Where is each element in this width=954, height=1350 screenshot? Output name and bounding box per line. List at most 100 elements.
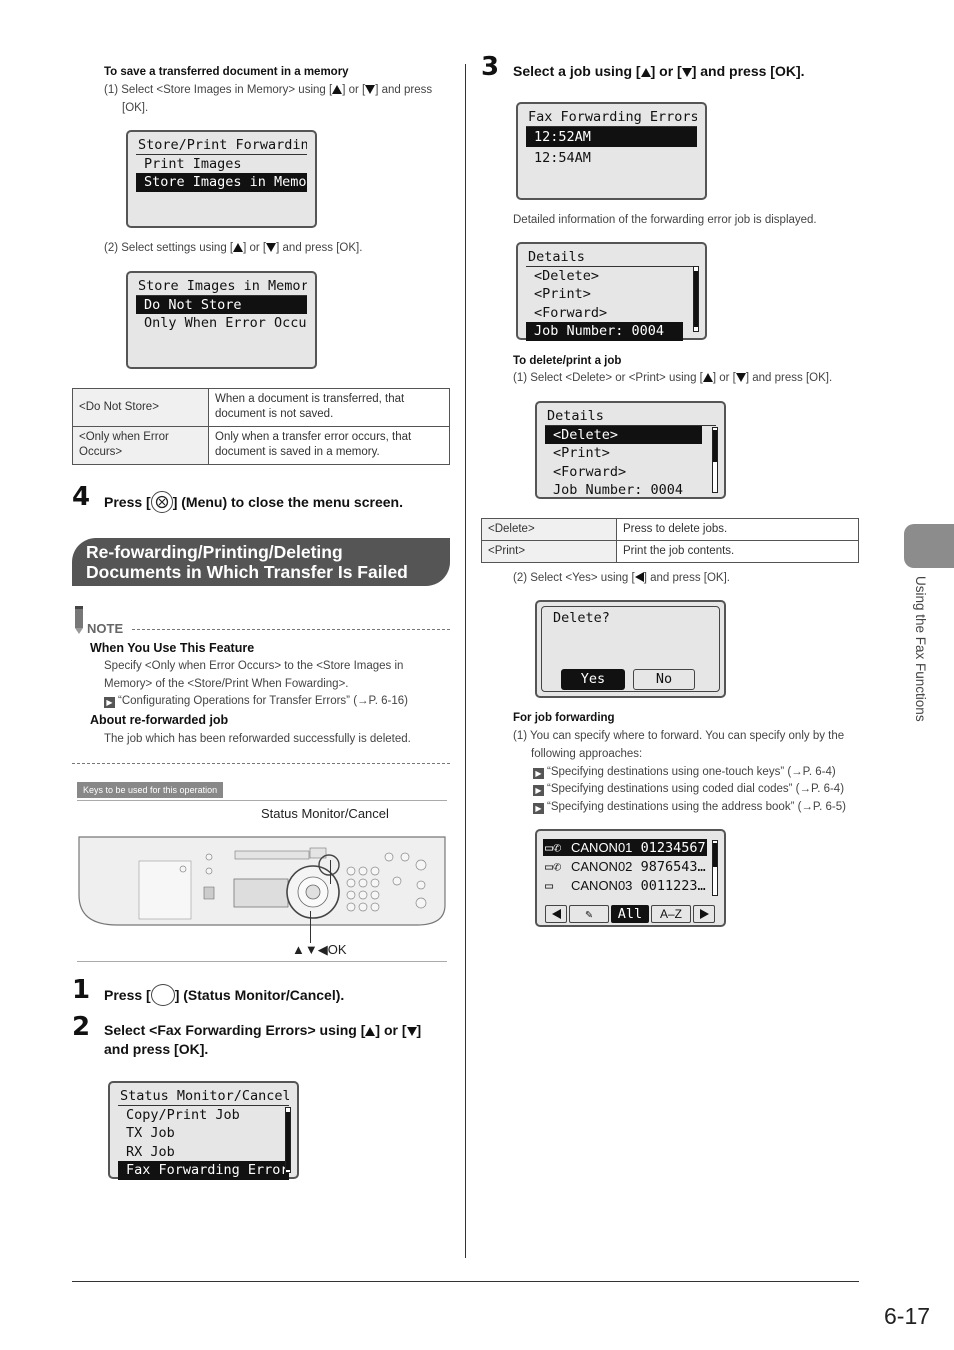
section-heading-line1: Re-fowarding/Printing/Deleting (86, 542, 343, 562)
chapter-tab-label: Using the Fax Functions (913, 576, 928, 722)
note-divider (132, 629, 450, 630)
delete-step1: (1) Select <Delete> or <Print> using [] … (513, 370, 832, 388)
destination-name: CANON02 (571, 859, 633, 874)
destination-row[interactable]: ▭✆ CANON02 9876543… (545, 858, 706, 876)
destination-row[interactable]: ▭✆CANON01 01234567 (545, 840, 706, 856)
prev-page-button[interactable] (545, 905, 567, 923)
save-subtitle: To save a transferred document in a memo… (104, 66, 349, 78)
up-arrow-icon (332, 85, 343, 94)
save-step1-mid: ] or [ (342, 84, 366, 96)
note1-text2: Memory> of the <Store/Print When Fowardi… (104, 678, 349, 690)
reference-link-icon: ▶ (533, 768, 544, 779)
lcd-destination-list: ▭✆CANON01 01234567 ▭✆CANON02 9876543… ▭C… (535, 829, 726, 927)
lcd-row[interactable]: Print Images (144, 155, 242, 172)
lcd-title: Fax Forwarding Errors (526, 109, 697, 127)
lcd-row-selected[interactable]: Do Not Store (136, 295, 307, 315)
scrollbar-thumb[interactable] (713, 843, 717, 867)
lcd-row[interactable]: Only When Error Occu… (144, 315, 307, 332)
up-arrow-icon (702, 373, 713, 382)
forward-ref-3[interactable]: ▶“Specifying destinations using the addr… (533, 799, 846, 817)
lcd-row[interactable]: <Forward> (534, 304, 608, 321)
forward-ref-text: “Specifying destinations using coded dia… (547, 783, 845, 795)
right-arrow-icon (699, 909, 709, 919)
scrollbar[interactable] (693, 266, 699, 332)
destination-number: 9876543… (640, 859, 706, 875)
step4-text: Press [] (Menu) to close the menu screen… (104, 491, 403, 513)
step2-line1-pre: Select <Fax Forwarding Errors> using [ (104, 1022, 366, 1038)
note1-title: When You Use This Feature (90, 641, 255, 655)
step2-text: Select <Fax Forwarding Errors> using [] … (104, 1021, 450, 1059)
lcd-row-selected[interactable]: <Delete> (545, 425, 702, 445)
save-step2-end: ] and press [OK]. (276, 242, 363, 254)
step1-pre: Press [ (104, 987, 151, 1003)
lcd-row[interactable]: <Forward> (553, 463, 627, 480)
lcd-title: Store Images in Memory (136, 278, 307, 296)
table-row: <Only when Error Occurs> Only when a tra… (72, 426, 450, 465)
filter-az-button[interactable]: A–Z (651, 905, 691, 923)
forward-ref-text: “Specifying destinations using one-touch… (547, 766, 836, 778)
save-step2-text: (2) Select settings using [ (104, 242, 234, 254)
fax-one-touch-icon: ▭✆ (545, 859, 562, 875)
table-key: <Only when Error Occurs> (72, 426, 209, 465)
filter-all-button[interactable]: All (611, 905, 649, 923)
table-row: <Delete> Press to delete jobs. (481, 518, 859, 541)
lcd-row-selected[interactable]: Job Number: 0004 (526, 322, 683, 341)
table-key: <Do Not Store> (72, 388, 209, 427)
lcd-row-selected[interactable]: Store Images in Memor (136, 173, 307, 192)
up-arrow-icon (365, 1027, 376, 1036)
destination-name: CANON01 (571, 840, 633, 855)
lcd-row[interactable]: 12:54AM (534, 149, 591, 166)
step4-pre: Press [ (104, 494, 151, 510)
table-value: Only when a transfer error occurs, that … (208, 426, 450, 465)
lcd-details-1: Details <Delete> <Print> <Forward> Job N… (516, 242, 707, 341)
step3-pre: Select a job using [ (513, 63, 641, 79)
next-page-button[interactable] (693, 905, 715, 923)
pencil-note-icon (72, 604, 86, 634)
lcd-fax-forwarding-errors: Fax Forwarding Errors 12:52AM 12:54AM (516, 102, 707, 200)
lcd-row-selected[interactable]: Fax Forwarding Error (118, 1161, 289, 1180)
table-value: Print the job contents. (616, 540, 859, 563)
lcd-row-selected[interactable]: 12:52AM (526, 126, 697, 147)
arrow-ok-label: ▲▼◀OK (292, 942, 347, 957)
note1-ref[interactable]: ▶“Configurating Operations for Transfer … (104, 693, 408, 711)
section-heading: Re-fowarding/Printing/Deleting Documents… (72, 538, 450, 586)
note2-text: The job which has been reforwarded succe… (104, 733, 411, 745)
destination-row[interactable]: ▭CANON03 0011223… (545, 877, 706, 895)
no-button[interactable]: No (633, 669, 695, 690)
scrollbar-thumb[interactable] (694, 271, 698, 327)
scrollbar[interactable] (285, 1107, 291, 1173)
save-step1-text: (1) Select <Store Images in Memory> usin… (104, 84, 333, 96)
scrollbar[interactable] (712, 840, 718, 896)
down-arrow-icon (266, 243, 277, 252)
reference-link-icon: ▶ (104, 697, 115, 708)
down-arrow-icon (365, 85, 376, 94)
lcd-row[interactable]: <Print> (553, 445, 610, 462)
table-value: When a document is transferred, that doc… (208, 388, 450, 427)
store-options-table: <Do Not Store> When a document is transf… (72, 388, 450, 465)
lcd-row[interactable]: RX Job (126, 1143, 175, 1160)
detail-note: Detailed information of the forwarding e… (513, 214, 817, 226)
lcd-row[interactable]: Copy/Print Job (126, 1106, 240, 1123)
table-key: <Delete> (481, 518, 617, 541)
lcd-row[interactable]: Job Number: 0004 (553, 482, 684, 499)
scrollbar-thumb[interactable] (286, 1112, 290, 1170)
delete-step1-mid: ] or [ (712, 372, 736, 384)
fax-icon: ▭ (545, 878, 554, 894)
reference-link-icon: ▶ (533, 803, 544, 814)
scrollbar-thumb[interactable] (713, 430, 717, 462)
step-number: 3 (481, 52, 500, 82)
up-arrow-icon (233, 243, 244, 252)
edit-pencil-button[interactable]: ✎ (569, 905, 609, 923)
forward-ref-1[interactable]: ▶“Specifying destinations using one-touc… (533, 764, 836, 782)
yes-button[interactable]: Yes (561, 669, 625, 690)
note1-ref-text: “Configurating Operations for Transfer E… (118, 695, 408, 707)
forward-ref-2[interactable]: ▶“Specifying destinations using coded di… (533, 781, 844, 799)
scrollbar[interactable] (712, 427, 718, 493)
note1-text1: Specify <Only when Error Occurs> to the … (104, 660, 404, 672)
page-number: 6-17 (884, 1303, 931, 1329)
lcd-row[interactable]: <Print> (534, 286, 591, 303)
lcd-row[interactable]: <Delete> (534, 267, 600, 284)
lcd-row[interactable]: TX Job (126, 1125, 175, 1142)
lcd-title: Details (545, 407, 716, 426)
step-number: 2 (72, 1012, 91, 1042)
